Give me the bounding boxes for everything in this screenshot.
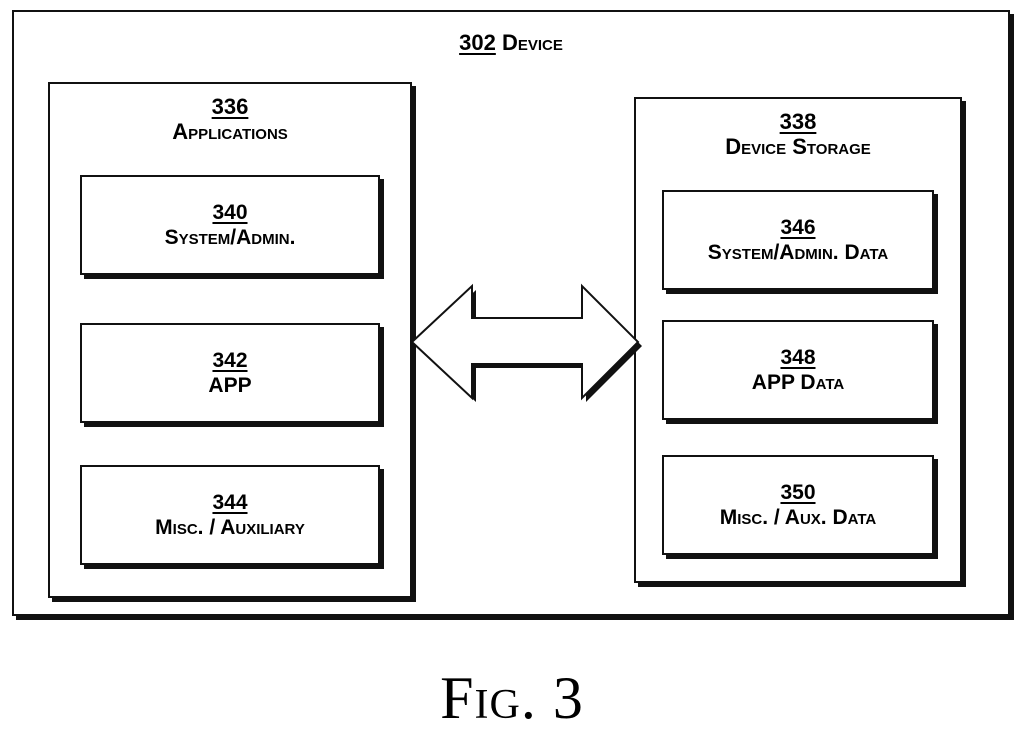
figure-caption: Fig. 3 <box>0 664 1024 733</box>
device-storage-title: 338 Device Storage <box>636 109 960 160</box>
storage-item-ref: 346 <box>780 215 815 240</box>
device-ref: 302 <box>459 30 496 55</box>
storage-item-ref: 350 <box>780 480 815 505</box>
applications-ref: 336 <box>50 94 410 119</box>
app-item-label: Misc. / Auxiliary <box>155 515 305 540</box>
storage-item-ref: 348 <box>780 345 815 370</box>
app-item-label: APP <box>208 373 251 398</box>
device-storage-ref: 338 <box>636 109 960 134</box>
storage-item-misc-aux-data: 350 Misc. / Aux. Data <box>662 455 934 555</box>
app-item-misc-auxiliary: 344 Misc. / Auxiliary <box>80 465 380 565</box>
app-item-system-admin: 340 System/Admin. <box>80 175 380 275</box>
device-label: Device <box>502 30 563 55</box>
app-item-label: System/Admin. <box>165 225 296 250</box>
double-arrow-icon <box>408 282 644 404</box>
app-item-ref: 340 <box>212 200 247 225</box>
app-item-ref: 344 <box>212 490 247 515</box>
storage-item-label: APP Data <box>752 370 844 395</box>
storage-item-system-admin-data: 346 System/Admin. Data <box>662 190 934 290</box>
app-item-app: 342 APP <box>80 323 380 423</box>
storage-item-label: System/Admin. Data <box>708 240 888 265</box>
app-item-ref: 342 <box>212 348 247 373</box>
storage-item-app-data: 348 APP Data <box>662 320 934 420</box>
applications-label: Applications <box>50 119 410 144</box>
device-title: 302 Device <box>14 30 1008 55</box>
device-storage-label: Device Storage <box>636 134 960 159</box>
storage-item-label: Misc. / Aux. Data <box>720 505 877 530</box>
applications-title: 336 Applications <box>50 94 410 145</box>
